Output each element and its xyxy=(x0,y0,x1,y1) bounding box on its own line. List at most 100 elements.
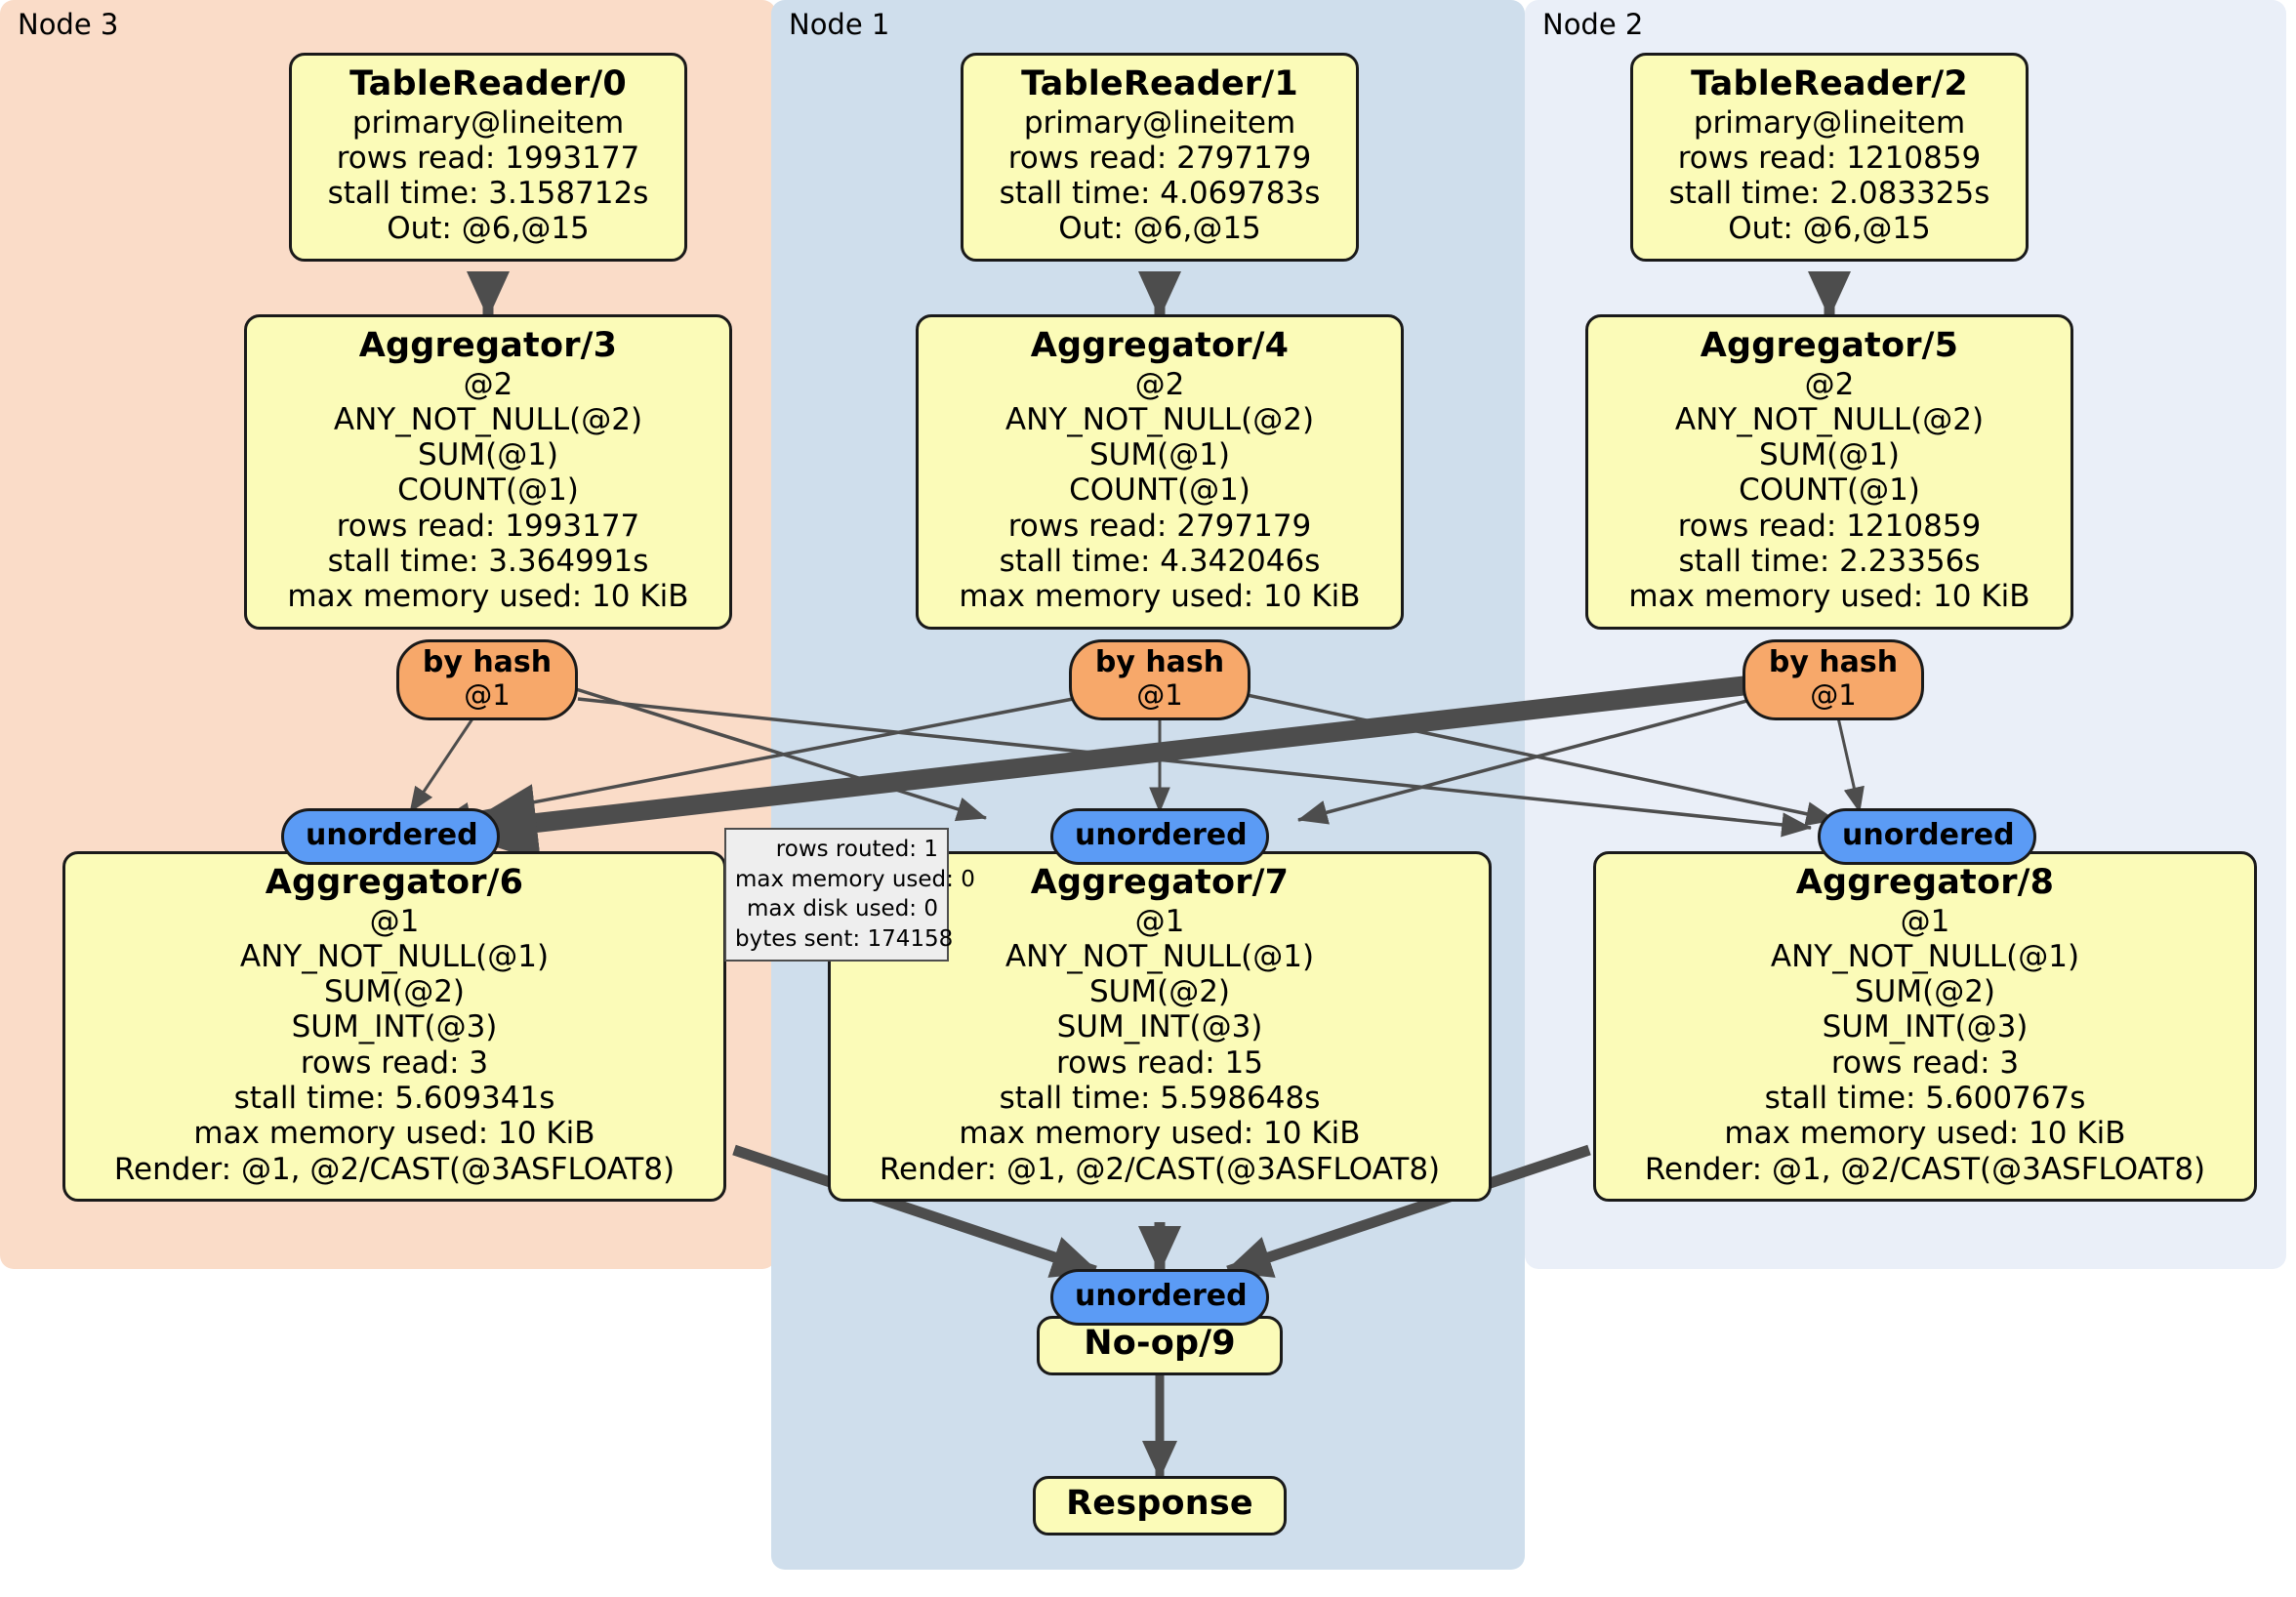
processor-title: Response xyxy=(1066,1484,1253,1523)
processor-detail: rows read: 2797179 xyxy=(1007,508,1312,544)
router-column: @1 xyxy=(1810,678,1857,713)
processor-detail: Render: @1, @2/CAST(@3ASFLOAT8) xyxy=(113,1151,676,1187)
processor-detail: SUM_INT(@3) xyxy=(291,1009,498,1045)
processor-title: Aggregator/7 xyxy=(1030,863,1290,902)
processor-detail: max memory used: 10 KiB xyxy=(959,579,1361,615)
processor-detail: rows read: 2797179 xyxy=(1007,140,1312,176)
processor-detail: rows read: 1210859 xyxy=(1677,140,1982,176)
processor-detail: primary@lineitem xyxy=(1023,104,1296,141)
stream-stats-tooltip: rows routed: 1 max memory used: 0 max di… xyxy=(724,828,975,962)
tooltip-line: max disk used: 0 xyxy=(746,896,938,922)
processor-detail: stall time: 3.364991s xyxy=(327,544,649,580)
processor-detail: stall time: 4.069783s xyxy=(999,176,1321,212)
processor-detail: stall time: 5.609341s xyxy=(233,1081,555,1117)
processor-aggregator-5[interactable]: Aggregator/5 @2 ANY_NOT_NULL(@2) SUM(@1)… xyxy=(1585,314,2073,630)
processor-detail: SUM_INT(@3) xyxy=(1056,1009,1263,1045)
processor-detail: Out: @6,@15 xyxy=(1728,211,1931,247)
processor-aggregator-6[interactable]: Aggregator/6 @1 ANY_NOT_NULL(@1) SUM(@2)… xyxy=(62,851,726,1202)
router-label: by hash xyxy=(1094,645,1225,679)
processor-detail: Out: @6,@15 xyxy=(387,211,590,247)
processor-detail: max memory used: 10 KiB xyxy=(1724,1116,2126,1152)
processor-detail: SUM(@2) xyxy=(1854,974,1996,1010)
processor-detail: SUM(@1) xyxy=(1088,437,1231,473)
processor-detail: @2 xyxy=(463,366,513,402)
processor-detail: @1 xyxy=(369,903,420,939)
processor-title: Aggregator/8 xyxy=(1795,863,2055,902)
processor-detail: @2 xyxy=(1134,366,1185,402)
processor-detail: max memory used: 10 KiB xyxy=(1628,579,2030,615)
processor-detail: COUNT(@1) xyxy=(397,472,579,509)
processor-title: No-op/9 xyxy=(1084,1324,1236,1363)
processor-aggregator-3[interactable]: Aggregator/3 @2 ANY_NOT_NULL(@2) SUM(@1)… xyxy=(244,314,732,630)
processor-detail: SUM(@2) xyxy=(1088,974,1231,1010)
processor-table-reader-1[interactable]: TableReader/1 primary@lineitem rows read… xyxy=(961,53,1359,262)
processor-detail: ANY_NOT_NULL(@2) xyxy=(333,401,643,437)
processor-detail: max memory used: 10 KiB xyxy=(287,579,689,615)
processor-aggregator-8[interactable]: Aggregator/8 @1 ANY_NOT_NULL(@1) SUM(@2)… xyxy=(1593,851,2257,1202)
stream-unordered-8[interactable]: unordered xyxy=(1818,808,2036,866)
processor-detail: rows read: 1210859 xyxy=(1677,508,1982,544)
processor-detail: ANY_NOT_NULL(@2) xyxy=(1004,401,1315,437)
stream-unordered-6[interactable]: unordered xyxy=(281,808,500,866)
processor-detail: primary@lineitem xyxy=(1693,104,1966,141)
processor-detail: SUM_INT(@3) xyxy=(1822,1009,2029,1045)
processor-detail: ANY_NOT_NULL(@2) xyxy=(1674,401,1985,437)
processor-no-op-9[interactable]: No-op/9 xyxy=(1037,1316,1283,1375)
processor-detail: ANY_NOT_NULL(@1) xyxy=(1770,938,2080,974)
processor-detail: Render: @1, @2/CAST(@3ASFLOAT8) xyxy=(1644,1151,2206,1187)
processor-title: TableReader/2 xyxy=(1691,64,1968,103)
stream-unordered-7[interactable]: unordered xyxy=(1050,808,1269,866)
panel-label-node-3: Node 3 xyxy=(18,8,119,41)
stream-unordered-9[interactable]: unordered xyxy=(1050,1269,1269,1327)
router-label: by hash xyxy=(422,645,553,679)
processor-detail: @1 xyxy=(1134,903,1185,939)
panel-label-node-1: Node 1 xyxy=(789,8,890,41)
router-column: @1 xyxy=(464,678,511,713)
processor-detail: SUM(@1) xyxy=(417,437,559,473)
processor-detail: @2 xyxy=(1804,366,1855,402)
processor-table-reader-0[interactable]: TableReader/0 primary@lineitem rows read… xyxy=(289,53,687,262)
processor-detail: rows read: 15 xyxy=(1056,1044,1263,1081)
router-by-hash-5[interactable]: by hash @1 xyxy=(1742,639,1924,721)
processor-title: Aggregator/5 xyxy=(1700,326,1959,365)
processor-detail: primary@lineitem xyxy=(351,104,625,141)
tooltip-line: rows routed: 1 xyxy=(775,837,938,862)
processor-detail: COUNT(@1) xyxy=(1069,472,1250,509)
processor-detail: Out: @6,@15 xyxy=(1058,211,1261,247)
processor-title: Aggregator/3 xyxy=(358,326,618,365)
processor-detail: ANY_NOT_NULL(@1) xyxy=(1004,938,1315,974)
processor-title: TableReader/1 xyxy=(1021,64,1298,103)
processor-detail: stall time: 2.23356s xyxy=(1678,544,1981,580)
processor-response[interactable]: Response xyxy=(1033,1476,1287,1536)
tooltip-line: bytes sent: 174158 xyxy=(735,925,954,952)
processor-detail: max memory used: 10 KiB xyxy=(959,1116,1361,1152)
processor-detail: Render: @1, @2/CAST(@3ASFLOAT8) xyxy=(879,1151,1441,1187)
processor-detail: stall time: 3.158712s xyxy=(327,176,649,212)
processor-detail: SUM(@1) xyxy=(1758,437,1901,473)
processor-detail: rows read: 1993177 xyxy=(336,140,640,176)
processor-detail: COUNT(@1) xyxy=(1739,472,1920,509)
panel-label-node-2: Node 2 xyxy=(1542,8,1644,41)
processor-detail: ANY_NOT_NULL(@1) xyxy=(239,938,550,974)
tooltip-line: max memory used: 0 xyxy=(735,866,975,892)
processor-detail: stall time: 5.600767s xyxy=(1764,1081,2086,1117)
processor-aggregator-7[interactable]: Aggregator/7 @1 ANY_NOT_NULL(@1) SUM(@2)… xyxy=(828,851,1492,1202)
processor-detail: max memory used: 10 KiB xyxy=(193,1116,595,1152)
processor-table-reader-2[interactable]: TableReader/2 primary@lineitem rows read… xyxy=(1630,53,2029,262)
processor-detail: SUM(@2) xyxy=(323,974,466,1010)
processor-title: Aggregator/4 xyxy=(1030,326,1290,365)
processor-detail: @1 xyxy=(1900,903,1950,939)
processor-aggregator-4[interactable]: Aggregator/4 @2 ANY_NOT_NULL(@2) SUM(@1)… xyxy=(916,314,1404,630)
router-label: by hash xyxy=(1768,645,1899,679)
processor-title: TableReader/0 xyxy=(349,64,627,103)
processor-detail: rows read: 1993177 xyxy=(336,508,640,544)
router-column: @1 xyxy=(1136,678,1183,713)
router-by-hash-4[interactable]: by hash @1 xyxy=(1069,639,1250,721)
router-by-hash-3[interactable]: by hash @1 xyxy=(396,639,578,721)
processor-detail: rows read: 3 xyxy=(300,1044,489,1081)
processor-detail: stall time: 4.342046s xyxy=(999,544,1321,580)
processor-detail: stall time: 5.598648s xyxy=(999,1081,1321,1117)
processor-detail: rows read: 3 xyxy=(1830,1044,2020,1081)
processor-detail: stall time: 2.083325s xyxy=(1668,176,1990,212)
